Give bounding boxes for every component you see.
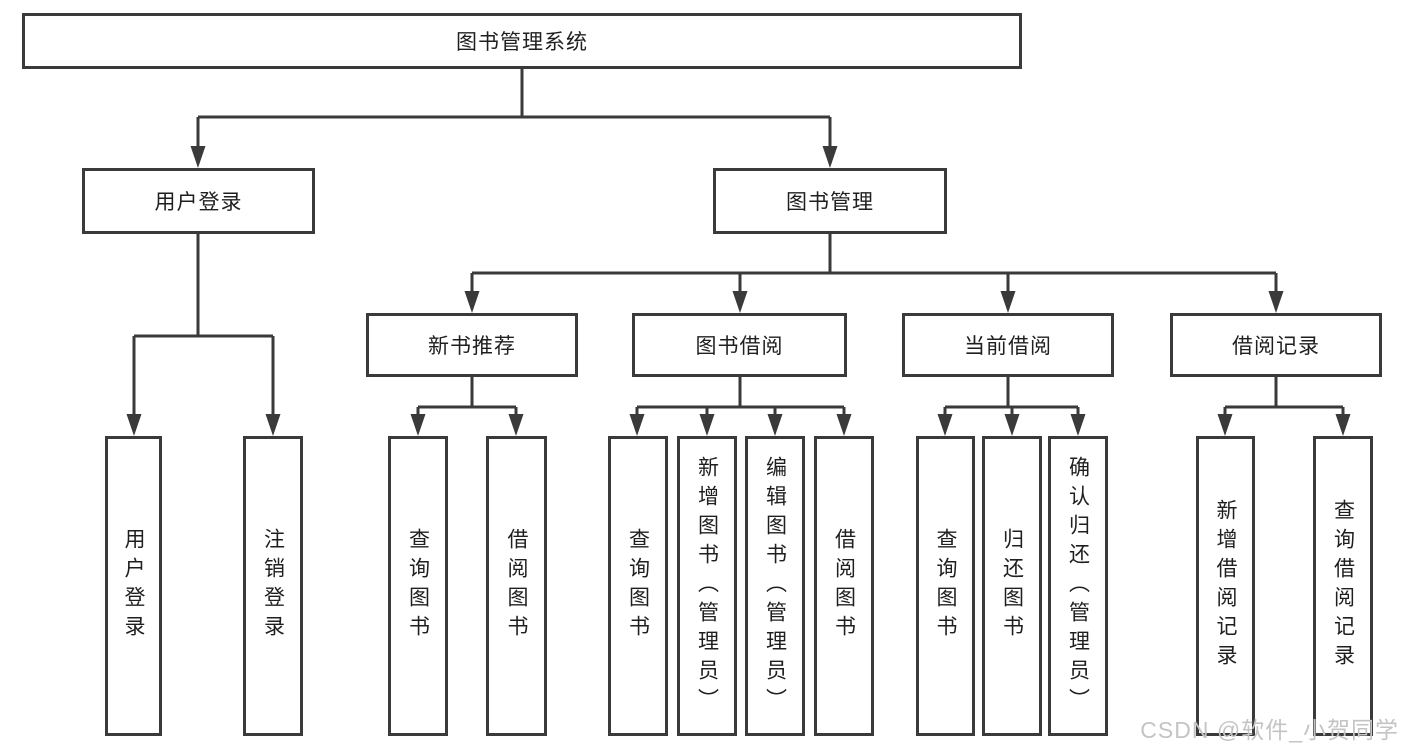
- edge-root-split: [196, 69, 832, 148]
- leaf-logout: 注销登录: [243, 436, 303, 736]
- arrow-down-icon: [265, 414, 281, 436]
- arrow-down-icon: [190, 146, 206, 168]
- leaf-current-query-books: 查询图书: [916, 436, 975, 736]
- arrow-down-icon: [822, 146, 838, 168]
- leaf-current-confirm-return-admin: 确认归还（管理员）: [1048, 436, 1108, 736]
- arrow-down-icon: [1004, 414, 1020, 436]
- edge-borrow-records-split: [1223, 377, 1345, 416]
- arrow-down-icon: [699, 414, 715, 436]
- node-label: 查询图书: [406, 528, 430, 644]
- node-label: 图书借阅: [695, 335, 784, 358]
- node-label: 当前借阅: [964, 335, 1052, 358]
- node-current-borrow: 当前借阅: [902, 313, 1114, 377]
- node-label: 新增图书（管理员）: [695, 455, 719, 717]
- node-new-book-recommend: 新书推荐: [366, 313, 578, 377]
- node-label: 新书推荐: [428, 335, 516, 358]
- node-label: 图书管理: [786, 191, 874, 214]
- node-label: 图书管理系统: [456, 31, 588, 54]
- leaf-borrow-add-books-admin: 新增图书（管理员）: [677, 436, 737, 736]
- node-label: 归还图书: [1000, 528, 1024, 644]
- edge-user-login-split: [132, 234, 275, 416]
- node-label: 查询图书: [934, 528, 958, 644]
- node-label: 编辑图书（管理员）: [763, 455, 787, 717]
- arrow-down-icon: [629, 414, 645, 436]
- leaf-current-return-books: 归还图书: [982, 436, 1042, 736]
- node-book-management: 图书管理: [713, 168, 947, 234]
- arrow-down-icon: [937, 414, 953, 436]
- node-label: 用户登录: [122, 528, 146, 644]
- leaf-records-query-record: 查询借阅记录: [1313, 436, 1373, 736]
- node-label: 注销登录: [261, 528, 285, 644]
- csdn-watermark: CSDN @软件_小贺同学: [1140, 717, 1399, 743]
- leaf-borrow-query-books: 查询图书: [608, 436, 668, 736]
- node-label: 借阅记录: [1232, 335, 1320, 358]
- arrow-down-icon: [836, 414, 852, 436]
- edge-book-management-split: [470, 234, 1278, 293]
- node-borrow-records: 借阅记录: [1170, 313, 1382, 377]
- node-user-login: 用户登录: [82, 168, 315, 234]
- leaf-borrow-edit-books-admin: 编辑图书（管理员）: [745, 436, 805, 736]
- node-label: 借阅图书: [832, 528, 856, 644]
- arrow-down-icon: [1070, 414, 1086, 436]
- node-book-borrow: 图书借阅: [632, 313, 847, 377]
- node-label: 查询借阅记录: [1331, 499, 1355, 673]
- node-root: 图书管理系统: [22, 13, 1022, 69]
- arrow-down-icon: [1335, 414, 1351, 436]
- arrow-down-icon: [732, 291, 748, 313]
- arrow-down-icon: [508, 414, 524, 436]
- arrow-down-icon: [126, 414, 142, 436]
- arrow-down-icon: [1217, 414, 1233, 436]
- edge-new-book-split: [416, 377, 518, 416]
- leaf-records-add-record: 新增借阅记录: [1196, 436, 1255, 736]
- node-label: 查询图书: [626, 528, 650, 644]
- node-label: 用户登录: [154, 191, 243, 214]
- leaf-user-login: 用户登录: [105, 436, 162, 736]
- arrow-down-icon: [464, 291, 480, 313]
- edge-current-borrow-split: [943, 377, 1080, 416]
- arrow-down-icon: [1268, 291, 1284, 313]
- node-label: 借阅图书: [505, 528, 529, 644]
- leaf-newbook-borrow-books: 借阅图书: [486, 436, 547, 736]
- leaf-borrow-borrow-books: 借阅图书: [814, 436, 874, 736]
- leaf-newbook-query-books: 查询图书: [388, 436, 448, 736]
- arrow-down-icon: [767, 414, 783, 436]
- node-label: 确认归还（管理员）: [1066, 455, 1090, 717]
- arrow-down-icon: [410, 414, 426, 436]
- node-label: 新增借阅记录: [1214, 499, 1238, 673]
- edge-book-borrow-split: [635, 377, 846, 416]
- arrow-down-icon: [1000, 291, 1016, 313]
